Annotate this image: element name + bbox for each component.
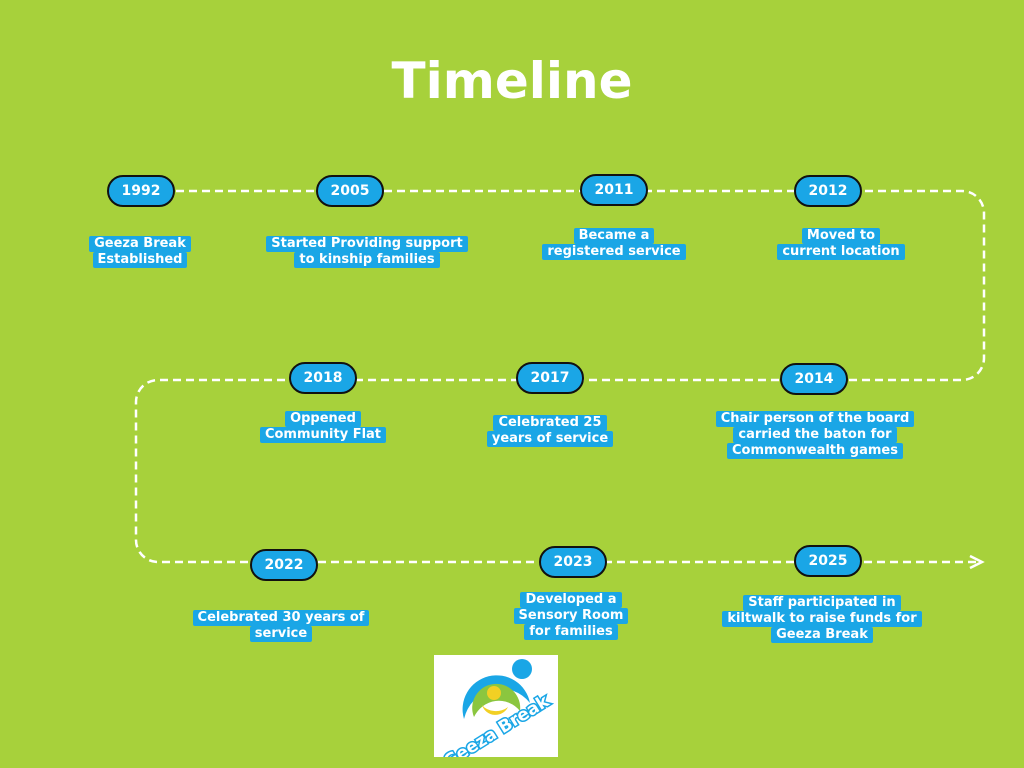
event-line: Chair person of the board xyxy=(715,411,915,427)
event-desc-1992: Geeza Break Established xyxy=(25,236,255,268)
event-desc-2014: Chair person of the board carried the ba… xyxy=(700,411,930,459)
event-line: Geeza Break xyxy=(89,236,191,252)
event-line: Oppened xyxy=(285,411,361,427)
geeza-break-logo: Geeza Break xyxy=(434,655,558,768)
event-desc-2022: Celebrated 30 years of service xyxy=(166,610,396,642)
event-desc-2025: Staff participated in kiltwalk to raise … xyxy=(707,595,937,643)
event-line: for families xyxy=(524,624,618,640)
arrow-head-icon xyxy=(969,554,985,570)
event-line: Celebrated 30 years of xyxy=(192,610,370,626)
event-line: service xyxy=(249,626,313,642)
event-line: Geeza Break xyxy=(771,627,873,643)
year-pill-2023: 2023 xyxy=(539,546,607,578)
event-desc-2017: Celebrated 25 years of service xyxy=(435,415,665,447)
event-desc-2023: Developed a Sensory Room for families xyxy=(456,592,686,640)
event-line: Community Flat xyxy=(259,427,387,443)
event-line: Established xyxy=(92,252,188,268)
event-line: carried the baton for xyxy=(733,427,897,443)
event-line: Celebrated 25 xyxy=(493,415,607,431)
year-pill-2018: 2018 xyxy=(289,362,357,394)
event-desc-2011: Became a registered service xyxy=(499,228,729,260)
event-line: Started Providing support xyxy=(266,236,468,252)
year-pill-2017: 2017 xyxy=(516,362,584,394)
event-line: Moved to xyxy=(801,228,881,244)
event-line: Sensory Room xyxy=(513,608,629,624)
event-desc-2012: Moved to current location xyxy=(726,228,956,260)
event-line: Developed a xyxy=(520,592,622,608)
event-desc-2018: Oppened Community Flat xyxy=(208,411,438,443)
year-pill-1992: 1992 xyxy=(107,175,175,207)
event-line: to kinship families xyxy=(294,252,440,268)
year-pill-2011: 2011 xyxy=(580,174,648,206)
logo-text: Geeza Break xyxy=(440,691,553,757)
page-title: Timeline xyxy=(391,52,633,110)
event-line: Staff participated in xyxy=(743,595,901,611)
year-pill-2025: 2025 xyxy=(794,545,862,577)
event-desc-2005: Started Providing support to kinship fam… xyxy=(252,236,482,268)
event-line: registered service xyxy=(542,244,686,260)
year-pill-2014: 2014 xyxy=(780,363,848,395)
event-line: current location xyxy=(777,244,905,260)
event-line: years of service xyxy=(486,431,614,447)
year-pill-2005: 2005 xyxy=(316,175,384,207)
event-line: Became a xyxy=(573,228,655,244)
year-pill-2012: 2012 xyxy=(794,175,862,207)
geeza-break-logo-icon: Geeza Break xyxy=(439,659,555,768)
event-line: kiltwalk to raise funds for xyxy=(722,611,922,627)
event-line: Commonwealth games xyxy=(727,443,903,459)
year-pill-2022: 2022 xyxy=(250,549,318,581)
